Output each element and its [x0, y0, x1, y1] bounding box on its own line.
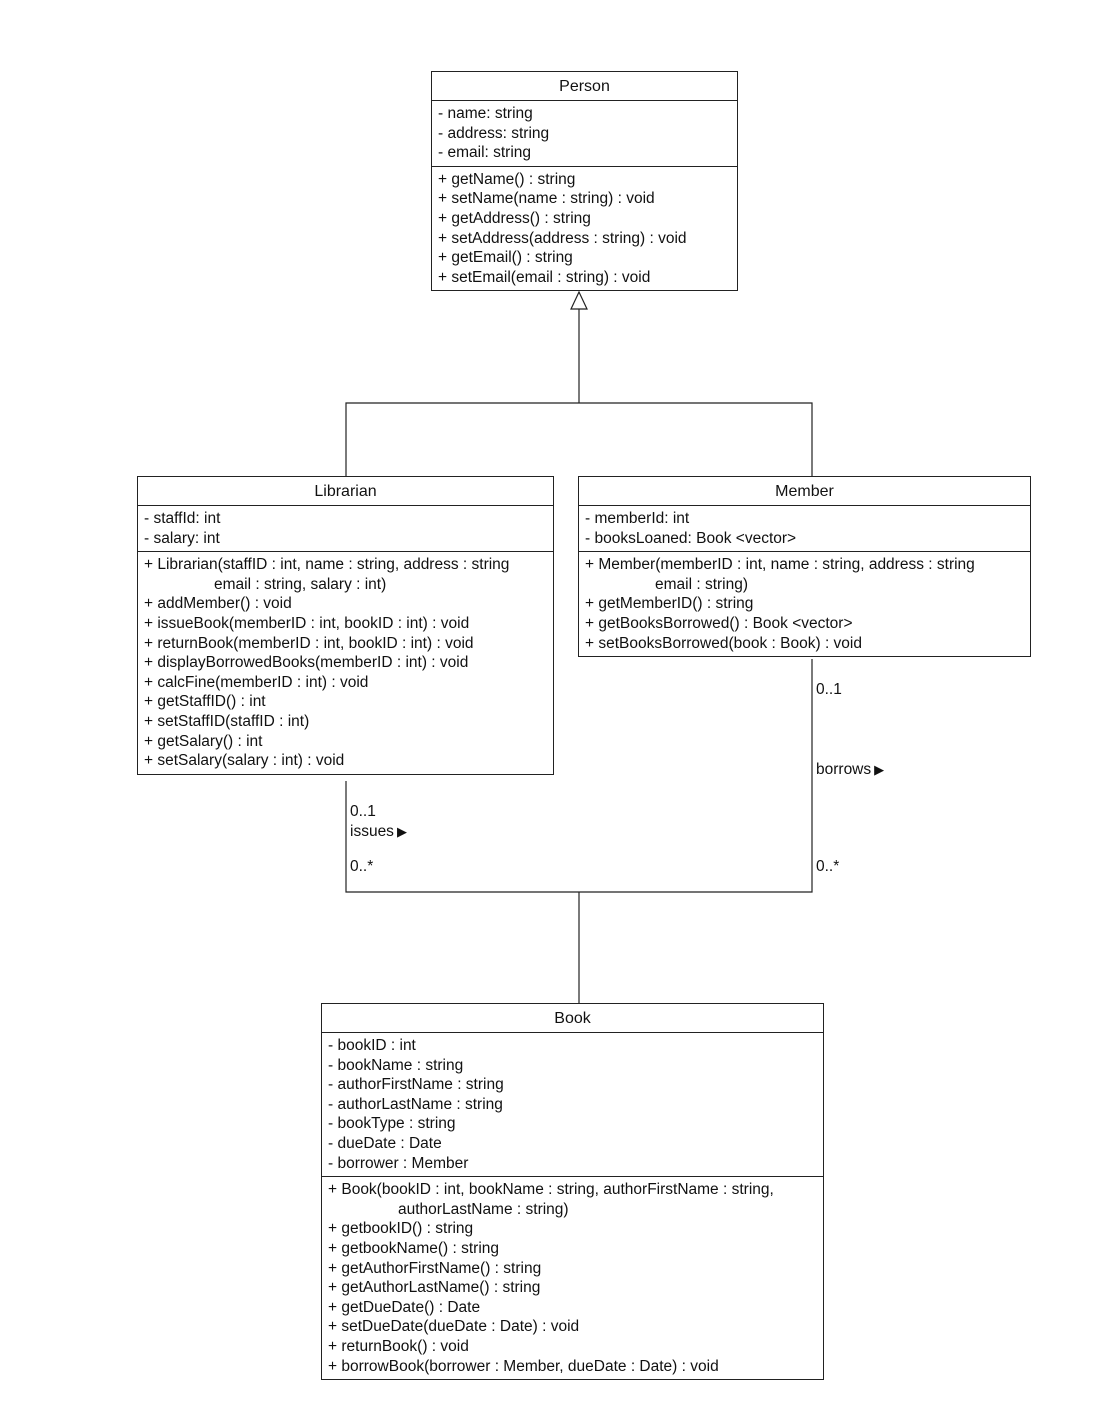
operation-line: email : string, salary : int)	[214, 575, 387, 593]
direction-arrow-icon: ▶	[874, 762, 885, 777]
operations-section: + getName() : string + setName(name : str…	[432, 167, 737, 291]
operation-line: + addMember() : void	[144, 595, 292, 613]
operation-line: + borrowBook(borrower : Member, dueDate …	[328, 1357, 719, 1375]
attribute-line: - name: string	[438, 105, 533, 122]
borrows-association-line	[579, 659, 813, 893]
operation-line: authorLastName : string)	[398, 1200, 569, 1218]
attribute-line: - salary: int	[144, 529, 220, 547]
operation-line: + Book(bookID : int, bookName : string, …	[328, 1181, 774, 1199]
issues-source-multiplicity: 0..1	[350, 803, 376, 820]
attribute-line: - authorFirstName : string	[328, 1076, 504, 1094]
issues-association-label: issues▶	[350, 823, 407, 841]
borrows-source-multiplicity: 0..1	[816, 681, 842, 698]
operation-line: + setAddress(address : string) : void	[438, 229, 687, 247]
attribute-line: - memberId: int	[585, 510, 690, 527]
operation-line: + getAddress() : string	[438, 209, 591, 227]
attributes-section: - name: string - address: string - email: …	[432, 101, 737, 167]
operation-line: + getSalary() : int	[144, 732, 263, 750]
operation-line: + getbookName() : string	[328, 1239, 500, 1257]
operation-line: + getDueDate() : Date	[328, 1298, 481, 1316]
borrows-target-multiplicity: 0..*	[816, 858, 840, 875]
attributes-section: - staffId: int - salary: int	[138, 506, 553, 553]
direction-arrow-icon: ▶	[396, 824, 407, 839]
attribute-line: - booksLoaned: Book <vector>	[585, 529, 797, 547]
operation-line: + getMemberID() : string	[585, 595, 754, 613]
generalization-line	[345, 402, 813, 476]
attributes-section: - bookID : int - bookName : string - autho…	[322, 1033, 823, 1178]
operation-line: + setSalary(salary : int) : void	[144, 752, 345, 770]
operation-line: email : string)	[655, 575, 749, 593]
class-person[interactable]: Person - name: string- address: string- …	[431, 71, 738, 292]
attribute-line: - staffId: int	[144, 510, 221, 527]
operations-section: + Book(bookID : int, bookName : string, …	[322, 1177, 823, 1379]
operation-line: + setName(name : string) : void	[438, 190, 655, 208]
issues-association-line	[345, 781, 579, 893]
operation-line: + issueBook(memberID : int, bookID : int…	[144, 614, 470, 632]
attribute-line: - email: string	[438, 144, 532, 162]
attributes-section: - memberId: int - booksLoaned: Book <vect…	[579, 506, 1030, 553]
operation-line: + returnBook() : void	[328, 1337, 469, 1355]
operation-line: + getAuthorFirstName() : string	[328, 1259, 542, 1277]
attribute-line: - bookID : int	[328, 1037, 416, 1054]
attribute-line: - dueDate : Date	[328, 1134, 442, 1152]
operation-line: + displayBorrowedBooks(memberID : int) :…	[144, 654, 469, 672]
attribute-line: - bookType : string	[328, 1115, 456, 1133]
borrows-label-text: borrows	[816, 761, 872, 778]
attribute-line: - address: string	[438, 124, 550, 142]
attribute-line: - borrower : Member	[328, 1154, 469, 1172]
operation-line: + getAuthorLastName() : string	[328, 1279, 541, 1297]
operation-line: + Member(memberID : int, name : string, …	[585, 556, 975, 574]
operation-line: + Librarian(staffID : int, name : string…	[144, 556, 510, 574]
operations-section: + Member(memberID : int, name : string, …	[579, 552, 1030, 656]
operation-line: + getStaffID() : int	[144, 693, 266, 711]
operation-line: + getbookID() : string	[328, 1220, 474, 1238]
class-name: Librarian	[138, 477, 553, 506]
class-librarian[interactable]: Librarian - staffId: int - salary: int + …	[137, 476, 554, 775]
issues-target-multiplicity: 0..*	[350, 858, 374, 875]
class-name: Member	[579, 477, 1030, 506]
issues-label-text: issues	[350, 823, 394, 840]
class-name: Person	[432, 72, 737, 101]
operation-line: + setBooksBorrowed(book : Book) : void	[585, 634, 862, 652]
class-book[interactable]: Book - bookID : int- bookName : string- …	[321, 1003, 824, 1381]
attribute-line: - authorLastName : string	[328, 1095, 503, 1113]
attribute-line: - bookName : string	[328, 1056, 464, 1074]
operation-line: + returnBook(memberID : int, bookID : in…	[144, 634, 474, 652]
operation-line: + getEmail() : string	[438, 249, 573, 267]
operation-line: + setStaffID(staffID : int)	[144, 712, 310, 730]
operation-line: + calcFine(memberID : int) : void	[144, 673, 369, 691]
class-name: Book	[322, 1004, 823, 1033]
operation-line: + getBooksBorrowed() : Book <vector>	[585, 614, 853, 632]
operation-line: + getName() : string	[438, 170, 576, 188]
operation-line: + setDueDate(dueDate : Date) : void	[328, 1318, 580, 1336]
generalization-arrowhead	[570, 290, 588, 310]
operation-line: + setEmail(email : string) : void	[438, 268, 651, 286]
borrows-association-label: borrows▶	[816, 761, 884, 779]
operations-section: + Librarian(staffID : int, name : string…	[138, 552, 553, 774]
class-member[interactable]: Member - memberId: int - booksLoaned: Boo…	[578, 476, 1031, 658]
